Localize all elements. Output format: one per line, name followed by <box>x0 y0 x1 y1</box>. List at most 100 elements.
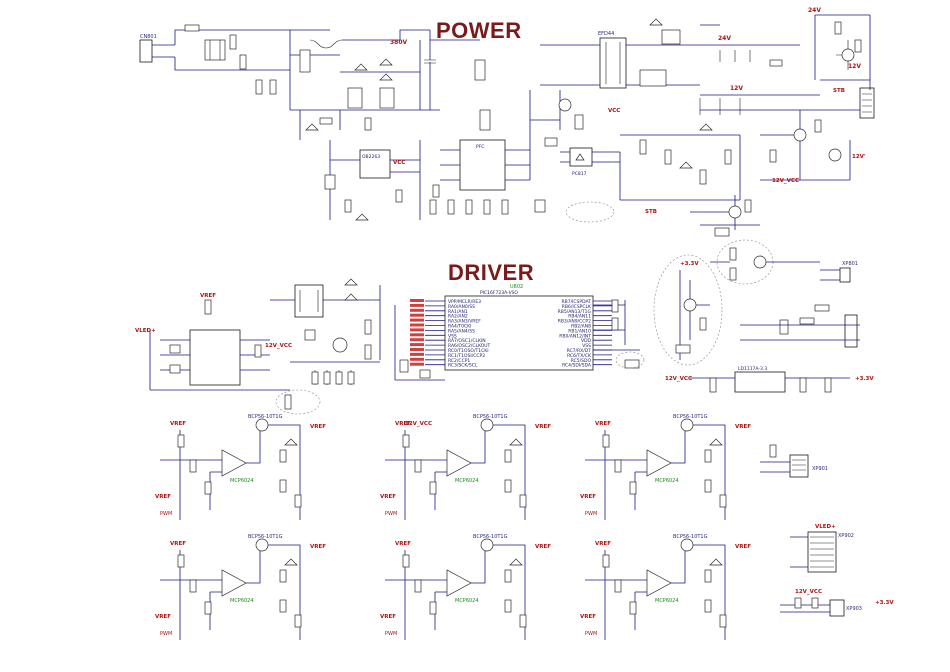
vref-label: VREF <box>310 544 326 550</box>
mcu-net-tag <box>410 299 424 302</box>
resistor <box>204 601 212 615</box>
boost-inductor <box>270 278 381 360</box>
mcu-net-tag <box>410 313 424 317</box>
boost-controller <box>149 299 290 391</box>
pwm-label: PWM <box>385 631 397 637</box>
net-vled: VLED+ <box>135 328 156 334</box>
mcu-right-net <box>593 299 645 369</box>
resistor <box>719 494 727 508</box>
xp902 <box>790 531 837 573</box>
transistor-symbol <box>255 418 269 432</box>
resistor <box>189 459 197 473</box>
resistor <box>414 459 422 473</box>
mcu-pin-left: RA5/AN4/SS <box>448 328 475 334</box>
pwm-label: PWM <box>585 511 597 517</box>
power-section: PFC PC817 <box>139 7 875 237</box>
v12-switch <box>760 110 851 181</box>
mcu-net-tag <box>410 348 424 351</box>
ldo-label: LD1117A-3.3 <box>738 366 767 372</box>
standby-circuit <box>690 195 760 237</box>
resistor <box>189 579 197 593</box>
mcu-right-pins: RB7/ICSPDATRB6/ICSPCLKRB5/AN13/T1GRB4/AN… <box>558 299 612 369</box>
mcu-net-tag <box>410 333 424 337</box>
out-24v-stage <box>649 18 800 67</box>
net-12v-vcc-2: 12V_VCC <box>795 589 822 595</box>
opamp-symbol <box>446 449 472 477</box>
vref-label: VREF <box>595 541 611 547</box>
opamp-symbol <box>221 449 247 477</box>
resistor <box>279 449 287 463</box>
resistor <box>279 479 287 493</box>
mcu-net-tag <box>410 308 424 312</box>
mcu-pin-left: RC1/T1OSI/CCP2 <box>448 353 485 359</box>
net-3v3-a: +3.3V <box>680 261 699 267</box>
flyback-transformer <box>540 37 700 89</box>
mcu-pin-right: RB4/AN11 <box>568 314 591 320</box>
resistor <box>504 599 512 613</box>
pwm-label: PWM <box>160 511 172 517</box>
pfc-ic-label: PFC <box>476 144 484 150</box>
bulk-capacitors <box>424 30 486 110</box>
resistor <box>177 554 185 568</box>
transistor-symbol <box>480 418 494 432</box>
opamp-symbol <box>646 449 672 477</box>
net-24v-top: 24V <box>808 7 821 14</box>
vref-label: VREF <box>595 421 611 427</box>
mcu-pin-left: RA7/OSC1/CLKIN <box>448 338 486 344</box>
net-vcc-1: VCC <box>393 160 405 166</box>
emi-filter <box>184 24 291 110</box>
zener-diode <box>709 438 723 446</box>
opamp-label: MCP6024 <box>655 598 679 604</box>
resistor <box>719 614 727 628</box>
vref-label: VREF <box>380 614 396 620</box>
mcu-pin-left: RA4/T0CKI <box>448 324 471 330</box>
vref-label: VREF <box>170 541 186 547</box>
vref-label: VREF <box>535 544 551 550</box>
pfc-controller-ic: PFC <box>440 109 530 191</box>
xp-connector-top <box>820 267 851 283</box>
fet-label: BCP56-10T1G <box>473 534 508 540</box>
cn-power-label: CN801 <box>140 34 157 40</box>
driver-section: PIC16F723A-I/SO U802 VPP/MCLR/RE3RA0/AN0… <box>135 239 894 640</box>
resistor <box>429 601 437 615</box>
resistor <box>519 494 527 508</box>
xp901-label: XP901 <box>812 466 828 472</box>
mcu-pin-right: RB0/AN12/INT <box>559 333 591 339</box>
mcu-pin-right: RC4/SDI/SDA <box>562 363 592 369</box>
mcu-ref: U802 <box>510 284 523 290</box>
resistor <box>614 579 622 593</box>
resistor <box>279 599 287 613</box>
resistor <box>504 569 512 583</box>
ac-input-connector <box>139 29 250 71</box>
mcu-pin-right: RB5/AN13/T1G <box>558 309 592 315</box>
resistor <box>629 601 637 615</box>
reg-24v-top <box>814 14 871 90</box>
mcu-net-tag <box>410 352 424 356</box>
zener-diode <box>284 438 298 446</box>
mcu-net-tag <box>410 338 424 342</box>
vref-label: VREF <box>735 424 751 430</box>
fet-label: BCP56-10T1G <box>673 414 708 420</box>
opto-label: PC817 <box>572 171 587 177</box>
mcu-pin-right: VSS <box>582 343 591 349</box>
vled-sense <box>710 239 820 285</box>
net-12v-mid: 12V_VCC <box>405 421 432 427</box>
mcu-net-tag <box>410 323 424 327</box>
mcu-pin-left: RA3/AN3/VREF <box>448 319 481 325</box>
resistor <box>704 569 712 583</box>
vref-label: VREF <box>735 544 751 550</box>
opamp-symbol <box>646 569 672 597</box>
vref-label: VREF <box>155 494 171 500</box>
mcu-net-tag <box>410 357 424 361</box>
xp901 <box>760 444 809 478</box>
out-12v-stage <box>639 69 860 131</box>
resistor <box>177 434 185 448</box>
resistor <box>504 449 512 463</box>
xp903-label: XP903 <box>846 606 862 612</box>
net-12v-vcc: 12V_VCC <box>772 178 799 184</box>
net-vref-a: VREF <box>200 293 216 299</box>
mcu-net-tag <box>410 362 424 366</box>
mcu-left-pins: VPP/MCLR/RE3RA0/AN0/SSRA1/AN1RA2/AN2RA3/… <box>410 299 491 369</box>
vref-label: VREF <box>395 421 411 427</box>
